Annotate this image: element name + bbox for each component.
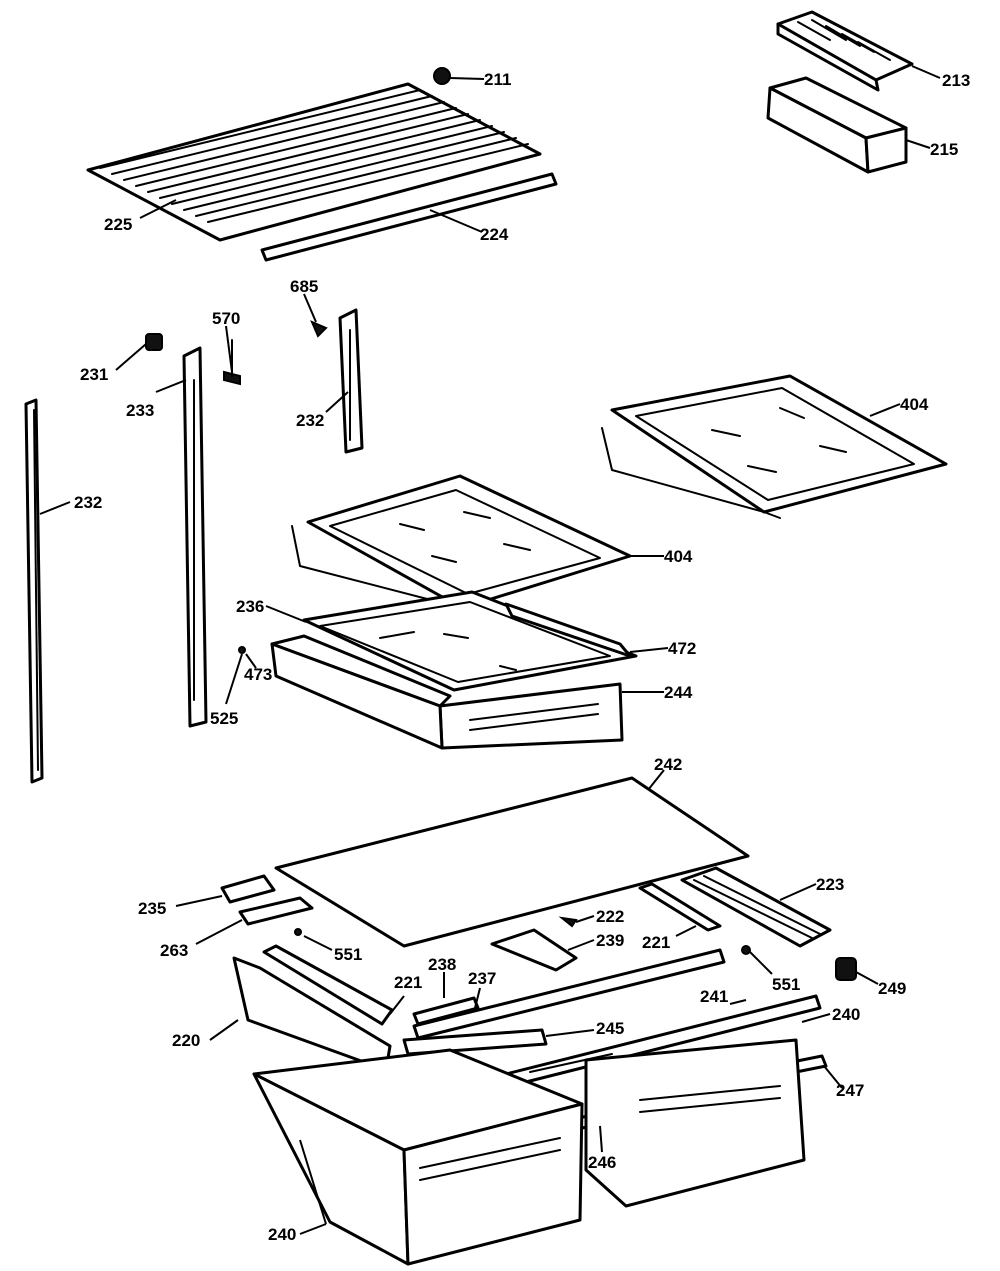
label-224: 224: [480, 225, 509, 244]
label-244: 244: [664, 683, 693, 702]
part-237-rail: [412, 948, 726, 1040]
label-404-lower: 404: [664, 547, 693, 566]
part-225-wire-shelf: [86, 82, 542, 242]
part-245-rail: [402, 1028, 548, 1056]
label-237: 237: [468, 969, 496, 988]
label-242: 242: [654, 755, 682, 774]
leader-lines: [39, 65, 941, 1235]
part-238-rail: [412, 996, 480, 1026]
label-223: 223: [816, 875, 844, 894]
part-249-roller: [835, 957, 857, 981]
label-247: 247: [836, 1081, 864, 1100]
part-222-clip: [558, 916, 578, 928]
part-473-screw: [238, 646, 246, 654]
label-525: 525: [210, 709, 238, 728]
part-240-crisper-pan-left: [252, 1048, 584, 1266]
label-246: 246: [588, 1153, 616, 1172]
part-240-crisper-pan-right: [584, 1038, 806, 1208]
part-242-glass-cover: [274, 776, 750, 948]
part-472-cover-support: [504, 602, 632, 658]
part-223-cover-rail: [680, 866, 832, 948]
part-685-screw: [310, 320, 328, 338]
label-473: 473: [244, 665, 272, 684]
label-245: 245: [596, 1019, 624, 1038]
part-244-pan-frame: [270, 634, 624, 750]
part-570-screw: [223, 339, 241, 386]
label-211: 211: [484, 70, 511, 89]
label-232-right: 232: [296, 411, 324, 430]
label-220: 220: [172, 1031, 200, 1050]
label-240-lower: 240: [268, 1225, 296, 1244]
label-685: 685: [290, 277, 318, 296]
label-221-right: 221: [642, 933, 670, 952]
label-233: 233: [126, 401, 154, 420]
part-551-screw-right: [741, 945, 751, 955]
label-240-upper: 240: [832, 1005, 860, 1024]
part-231-rail-cap: [145, 333, 163, 351]
part-215-ice-bin: [766, 76, 908, 174]
part-233-shelf-rail: [182, 346, 208, 728]
label-236: 236: [236, 597, 264, 616]
label-232-left: 232: [74, 493, 102, 512]
part-236-pan-cover-frame: [302, 590, 638, 692]
label-222: 222: [596, 907, 624, 926]
part-235-bracket: [220, 874, 276, 904]
part-551-screw-left: [294, 928, 302, 936]
label-239: 239: [596, 931, 624, 950]
label-213: 213: [942, 71, 970, 90]
part-labels: 211 213 215 225 224 685 570 231 233 232 …: [74, 70, 970, 1244]
label-551-right: 551: [772, 975, 800, 994]
part-224-shelf-trim: [260, 172, 558, 262]
label-249: 249: [878, 979, 906, 998]
part-232-shelf-rail-right: [338, 308, 364, 454]
part-213-ice-tray: [776, 10, 914, 92]
label-472: 472: [668, 639, 696, 658]
part-263-bracket: [238, 896, 314, 926]
label-241: 241: [700, 987, 728, 1006]
label-404-upper: 404: [900, 395, 929, 414]
part-232-shelf-rail-left: [24, 398, 44, 784]
label-551-left: 551: [334, 945, 362, 964]
label-225: 225: [104, 215, 132, 234]
label-215: 215: [930, 140, 958, 159]
part-221-support-right: [638, 882, 722, 932]
label-570: 570: [212, 309, 240, 328]
part-404-glass-shelf-upper: [601, 374, 948, 519]
label-238: 238: [428, 955, 456, 974]
label-231: 231: [80, 365, 108, 384]
label-221-left: 221: [394, 973, 422, 992]
label-235: 235: [138, 899, 166, 918]
part-211-shelf-knob: [433, 67, 451, 85]
part-404-glass-shelf-lower: [291, 474, 632, 613]
part-239-slide-bracket: [490, 928, 578, 972]
label-263: 263: [160, 941, 188, 960]
